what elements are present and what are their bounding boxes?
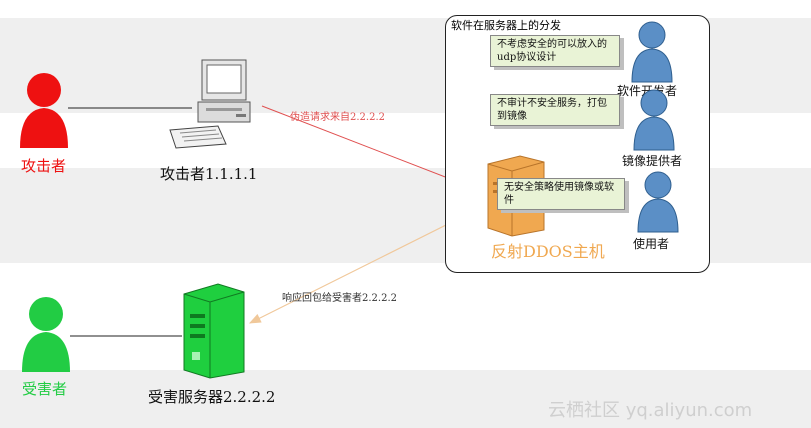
attacker-computer-icon [166,58,266,150]
attacker-person-label: 攻击者 [21,155,66,176]
panel-title: 软件在服务器上的分发 [451,17,561,33]
victim-person-label: 受害者 [22,378,67,399]
victim-person-icon [18,294,74,374]
role-note-user: 无安全策略使用镜像或软件 [497,178,625,210]
reflector-label: 反射DDOS主机 [491,238,605,262]
victim-server-label: 受害服务器2.2.2.2 [148,386,275,407]
role-note-image-provider: 不审计不安全服务，打包到镜像 [490,94,620,126]
attacker-computer-label: 攻击者1.1.1.1 [160,163,257,184]
image-provider-person-icon [632,88,676,152]
forged-request-label: 伪造请求来自2.2.2.2 [290,108,385,123]
victim-server-icon [178,282,250,380]
user-label: 使用者 [633,235,669,252]
watermark: 云栖社区 yq.aliyun.com [548,396,752,422]
user-person-icon [636,170,680,234]
image-provider-label: 镜像提供者 [622,152,682,169]
attacker-person-icon [16,70,72,150]
response-label: 响应回包给受害者2.2.2.2 [282,289,397,304]
role-note-developer: 不考虑安全的可以放入的udp协议设计 [490,35,620,67]
developer-person-icon [630,20,674,84]
